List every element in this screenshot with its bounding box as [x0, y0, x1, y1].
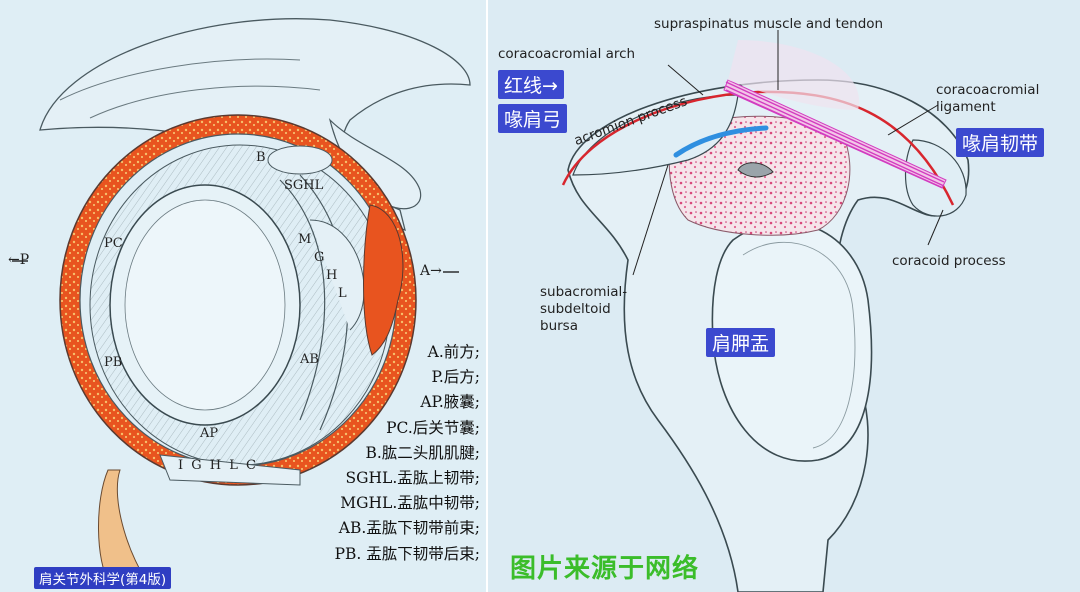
right-diagram-panel: supraspinatus muscle and tendon coracoac…: [488, 0, 1080, 592]
label-ap: AP: [200, 426, 219, 441]
legend-item: PC.后关节囊;: [386, 418, 480, 437]
legend-item: AP.腋囊;: [420, 393, 480, 412]
coracoacromial-arch-line: [561, 90, 955, 206]
label-l: L: [338, 286, 347, 301]
label-pb: PB: [104, 355, 123, 370]
anterior-labrum-patch: [363, 204, 404, 356]
label-bursa: subacromial- subdeltoid bursa: [540, 284, 628, 334]
badge-ligament-cn: 喙肩韧带: [956, 128, 1045, 157]
source-watermark: 图片来源于网络: [510, 554, 700, 584]
label-coracoacromial-arch: coracoacromial arch: [498, 46, 636, 62]
label-ighl-c: I G H L C: [178, 458, 258, 473]
abbreviation-legend: A.前方; P.后方; AP.腋囊; PC.后关节囊; B.肱二头肌肌腱; SG…: [335, 340, 480, 567]
subacromial-bursa-line: [673, 125, 769, 158]
legend-item: SGHL.盂肱上韧带;: [345, 469, 480, 488]
label-b: B: [256, 150, 266, 165]
label-supraspinatus: supraspinatus muscle and tendon: [654, 16, 884, 32]
label-anterior-arrow: A→: [420, 263, 442, 279]
legend-item: A.前方;: [427, 343, 480, 361]
acromion-process: [572, 94, 739, 176]
label-m: M: [298, 232, 312, 247]
legend-item: MGHL.盂肱中韧带;: [340, 494, 480, 513]
legend-item: P.后方;: [431, 368, 480, 387]
badge-arch-cn: 喙肩弓: [498, 104, 568, 133]
biceps-tendon-stump: [267, 145, 333, 175]
legend-item: B.肱二头肌肌腱;: [365, 443, 480, 462]
source-caption-book: 肩关节外科学(第4版): [34, 567, 172, 589]
label-coracoacromial-ligament: coracoacromial ligament: [936, 82, 1040, 115]
label-h: H: [326, 268, 338, 283]
label-ab: AB: [300, 352, 319, 367]
badge-glenoid-cn: 肩胛盂: [706, 328, 776, 357]
legend-item: AB.盂肱下韧带前束;: [338, 519, 480, 538]
label-sghl: SGHL: [284, 178, 324, 193]
glenoid-fossa: [711, 221, 873, 462]
label-posterior-arrow: ←P: [8, 252, 30, 268]
label-pc: PC: [104, 236, 123, 251]
label-coracoid-process: coracoid process: [892, 253, 1006, 269]
glenoid-illustration: [12, 18, 471, 586]
badge-red-line: 红线→: [498, 70, 564, 99]
left-diagram-panel: ←P A→ B SGHL PC M G H L PB AB AP I G H L…: [0, 0, 486, 592]
legend-item: PB. 盂肱下韧带后束;: [334, 544, 480, 563]
label-g: G: [314, 250, 325, 265]
